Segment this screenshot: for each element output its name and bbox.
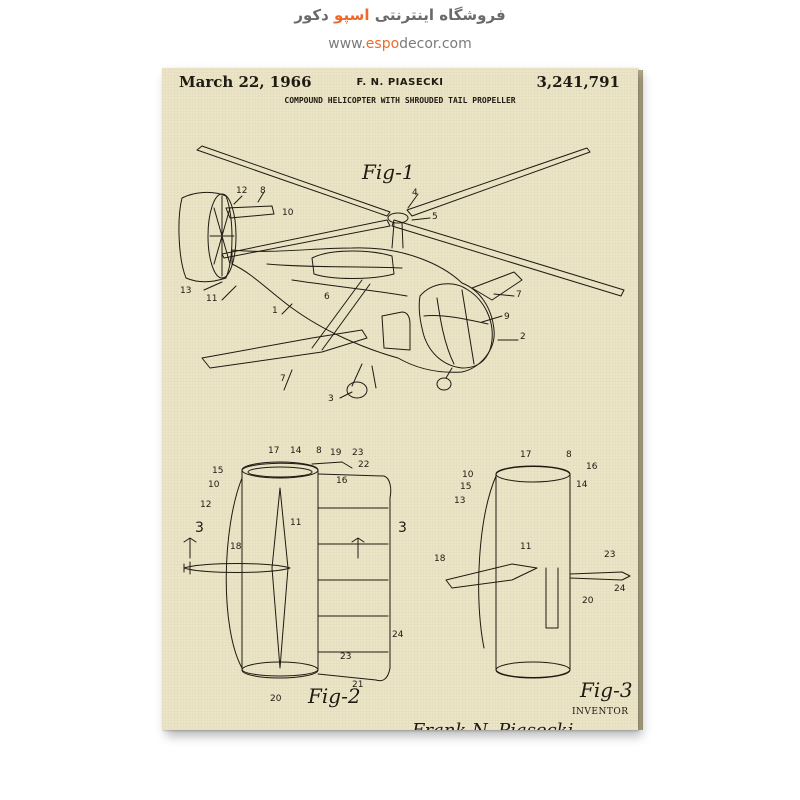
ref-num: 12 — [200, 500, 211, 510]
ref-num: 16 — [336, 476, 347, 486]
inventor-label: INVENTOR — [572, 707, 629, 717]
ref-num: 5 — [432, 212, 438, 222]
propeller-blade-fig3 — [446, 564, 537, 588]
ref-num: 11 — [290, 518, 301, 528]
fin-ribs — [318, 508, 388, 652]
tail-shroud — [179, 192, 232, 281]
ref-num: 4 — [412, 188, 418, 198]
rotor-blade-front — [392, 220, 624, 296]
store-url[interactable]: www.espodecor.com — [0, 36, 800, 52]
store-header: فروشگاه اینترنتی اسپو دکور www.espodecor… — [0, 0, 800, 60]
ref-num: 21 — [352, 680, 363, 690]
fig2-shroud-side-view — [184, 462, 391, 681]
fig3-shroud-front-view — [446, 466, 630, 678]
engine-housing — [312, 251, 394, 279]
shroud-top-ellipse — [242, 462, 318, 478]
shroud-ring-outer — [242, 463, 318, 676]
nose-gear-strut — [446, 368, 452, 378]
store-name: فروشگاه اینترنتی اسپو دکور — [0, 6, 800, 24]
ref-num: 6 — [324, 292, 330, 302]
ref-num: 13 — [454, 496, 465, 506]
shroud-top-inner — [248, 467, 312, 477]
fin-section-fig3 — [546, 568, 558, 628]
section-arrow-right — [352, 538, 364, 558]
fig1-label: Fig-1 — [362, 160, 415, 184]
store-name-part1: فروشگاه اینترنتی — [375, 6, 506, 24]
ref-num: 10 — [462, 470, 473, 480]
rotor-blade-back — [222, 220, 390, 258]
shroud-left-edge — [226, 478, 242, 668]
store-url-accent: espo — [366, 36, 399, 52]
tail-spike-fig3 — [570, 572, 630, 580]
ref-num: 15 — [460, 482, 471, 492]
shroud-front-top — [496, 466, 570, 482]
ref-num: 18 — [434, 554, 445, 564]
fuselage-line — [292, 280, 407, 296]
ref-num: 19 — [330, 448, 341, 458]
fuselage-line — [267, 264, 402, 268]
section-mark-right: 3 — [398, 520, 407, 536]
ref-num: 23 — [604, 550, 615, 560]
tail-fin-panel — [318, 474, 391, 681]
ref-num: 14 — [290, 446, 301, 456]
ref-num: 7 — [516, 290, 522, 300]
cabin-door — [382, 312, 410, 350]
ref-num: 8 — [566, 450, 572, 460]
store-url-prefix: www. — [328, 36, 366, 52]
ref-num: 23 — [352, 448, 363, 458]
nose-wheel — [437, 378, 451, 390]
ref-num: 2 — [520, 332, 526, 342]
ref-num: 17 — [268, 446, 279, 456]
ref-num: 22 — [358, 460, 369, 470]
ref-num: 24 — [614, 584, 625, 594]
fin-cap — [312, 462, 352, 468]
wing-left — [202, 330, 367, 368]
inventor-signature: Frank N. Piasecki — [412, 720, 573, 730]
ref-num: 23 — [340, 652, 351, 662]
ref-num: 11 — [520, 542, 531, 552]
rotor-mast — [392, 223, 403, 248]
section-mark-left: 3 — [195, 520, 204, 536]
shroud-front-bottom — [496, 662, 570, 678]
store-name-part2: دکور — [294, 6, 328, 24]
store-name-accent: اسپو — [334, 6, 369, 24]
ref-num: 7 — [280, 374, 286, 384]
section-arrow-left — [184, 538, 196, 558]
ref-num: 24 — [392, 630, 403, 640]
ref-num: 20 — [582, 596, 593, 606]
rotor-blade-right — [407, 148, 590, 216]
patent-canvas-print: March 22, 1966 F. N. PIASECKI 3,241,791 … — [162, 68, 638, 730]
ref-num: 17 — [520, 450, 531, 460]
propeller-hub-fig2 — [184, 564, 290, 573]
cockpit-canopy — [419, 284, 492, 368]
ref-num: 16 — [586, 462, 597, 472]
fig3-label: Fig-3 — [580, 678, 633, 702]
ref-num: 3 — [328, 394, 334, 404]
ref-num: 10 — [208, 480, 219, 490]
landing-gear-wheel — [347, 382, 367, 398]
shroud-ring-front — [496, 467, 570, 678]
ref-num: 10 — [282, 208, 293, 218]
ref-num: 20 — [270, 694, 281, 704]
ref-num: 12 — [236, 186, 247, 196]
ref-num: 13 — [180, 286, 191, 296]
canvas-side-edge — [638, 70, 643, 730]
ref-num: 18 — [230, 542, 241, 552]
ref-num: 15 — [212, 466, 223, 476]
ref-num: 14 — [576, 480, 587, 490]
propeller-blade-fig2 — [272, 488, 288, 668]
ref-num: 8 — [316, 446, 322, 456]
ref-num: 8 — [260, 186, 266, 196]
store-url-suffix: decor.com — [399, 36, 472, 52]
fin-front-left — [479, 476, 496, 648]
ref-num: 9 — [504, 312, 510, 322]
ref-num: 1 — [272, 306, 278, 316]
ref-num: 11 — [206, 294, 217, 304]
